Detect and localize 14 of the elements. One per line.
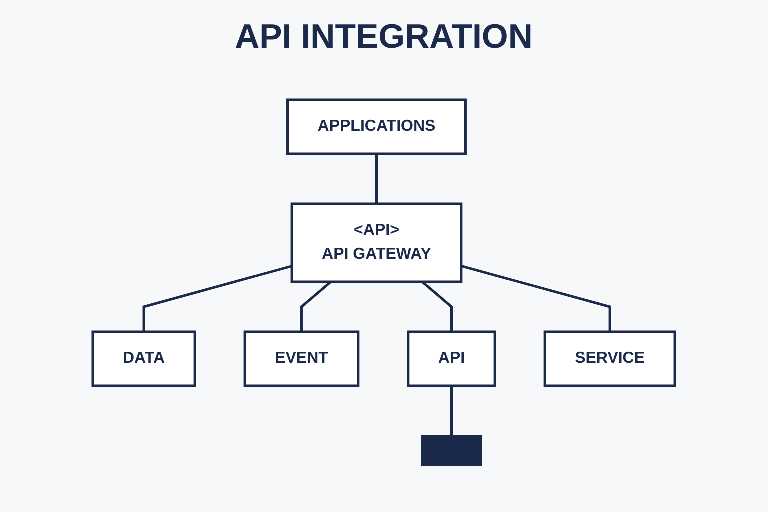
connector bbox=[375, 154, 378, 204]
connector bbox=[300, 281, 332, 332]
connector bbox=[461, 265, 612, 332]
title: API INTEGRATION bbox=[234, 18, 534, 57]
node-box: SERVICE bbox=[544, 330, 676, 388]
node-bar bbox=[421, 436, 482, 466]
node-box: APPLICATIONS bbox=[286, 98, 467, 156]
connector bbox=[450, 386, 453, 436]
node-box: DATA bbox=[92, 330, 196, 388]
connector bbox=[142, 265, 292, 332]
node-box: EVENT bbox=[244, 330, 360, 388]
connector bbox=[422, 281, 453, 332]
node-box: API bbox=[407, 330, 496, 388]
node-box: <API> API GATEWAY bbox=[290, 202, 463, 284]
